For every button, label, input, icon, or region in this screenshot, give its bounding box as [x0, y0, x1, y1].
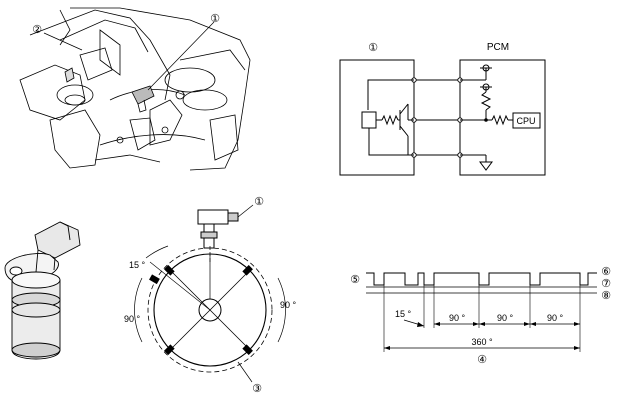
rotor-teeth: [149, 265, 253, 355]
sensor-illustration: [4, 221, 81, 360]
wave-angle-15: 15 °: [395, 309, 412, 319]
rotor-sensor: [197, 204, 254, 249]
circuit-diagram: ① PCM: [339, 42, 546, 176]
waveform-diagram: 15 ° 90 ° 90 ° 90 ° 360 ° ④ ⑤ ⑥ ⑦ ⑧: [350, 266, 611, 366]
callout-5-waveform: ⑤: [350, 274, 360, 286]
callout-1-engine: ①: [210, 13, 220, 25]
rotor-angle-90-left: 90 °: [124, 314, 141, 324]
rotor-angle-15: 15 °: [129, 260, 146, 270]
rotor-diagram: ① 15 ° 90 ° 90 °: [124, 196, 297, 395]
engine-illustration: [19, 7, 251, 171]
callout-8-waveform: ⑧: [601, 290, 611, 302]
callout-1-circuit: ①: [368, 42, 378, 54]
wave-angle-90-b: 90 °: [497, 313, 514, 323]
wave-angle-90-c: 90 °: [547, 313, 564, 323]
callout-4-waveform: ④: [477, 354, 487, 366]
wave-angle-360: 360 °: [471, 337, 493, 347]
callout-2-engine: ②: [32, 24, 42, 36]
callout-6-waveform: ⑥: [601, 266, 611, 278]
pcm-label: PCM: [487, 42, 509, 53]
wave-angle-90-a: 90 °: [449, 313, 466, 323]
rotor-angle-90-right: 90 °: [280, 300, 297, 310]
callout-1-rotor: ①: [254, 196, 264, 208]
callout-7-waveform: ⑦: [601, 278, 611, 290]
sensor-box: [339, 59, 415, 176]
cpu-label: CPU: [516, 116, 535, 126]
callout-3-rotor: ③: [252, 383, 262, 395]
signal-waveform: [366, 272, 597, 286]
